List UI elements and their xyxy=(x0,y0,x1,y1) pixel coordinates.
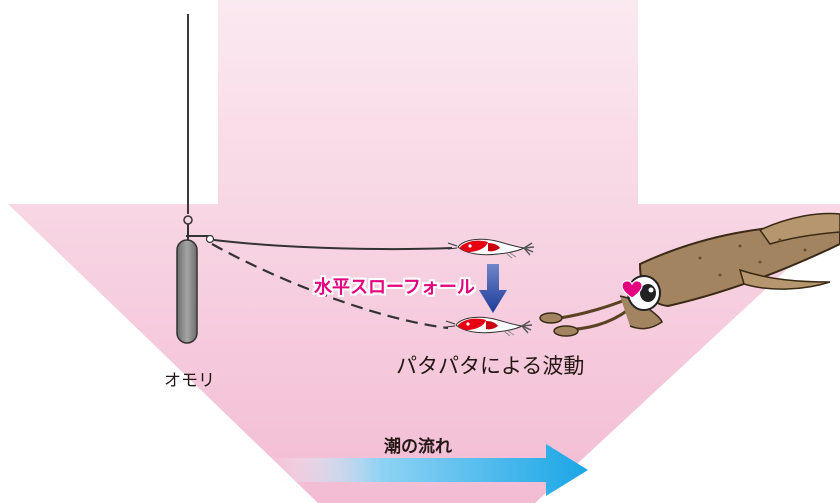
fall-arrow xyxy=(479,264,507,313)
sinker xyxy=(176,239,198,344)
leader-line-falling xyxy=(211,243,449,330)
tide-flow-arrow xyxy=(268,444,588,496)
flapping-wave-label: パタパタによる波動 xyxy=(396,354,585,378)
horizontal-slow-fall-label: 水平スローフォール xyxy=(314,277,475,298)
sinker-label: オモリ xyxy=(164,371,215,391)
downward-current-arrow xyxy=(8,0,840,503)
tide-flow-label: 潮の流れ xyxy=(384,437,452,457)
squid-icon xyxy=(539,212,840,337)
leader-line-horizontal xyxy=(213,239,453,251)
